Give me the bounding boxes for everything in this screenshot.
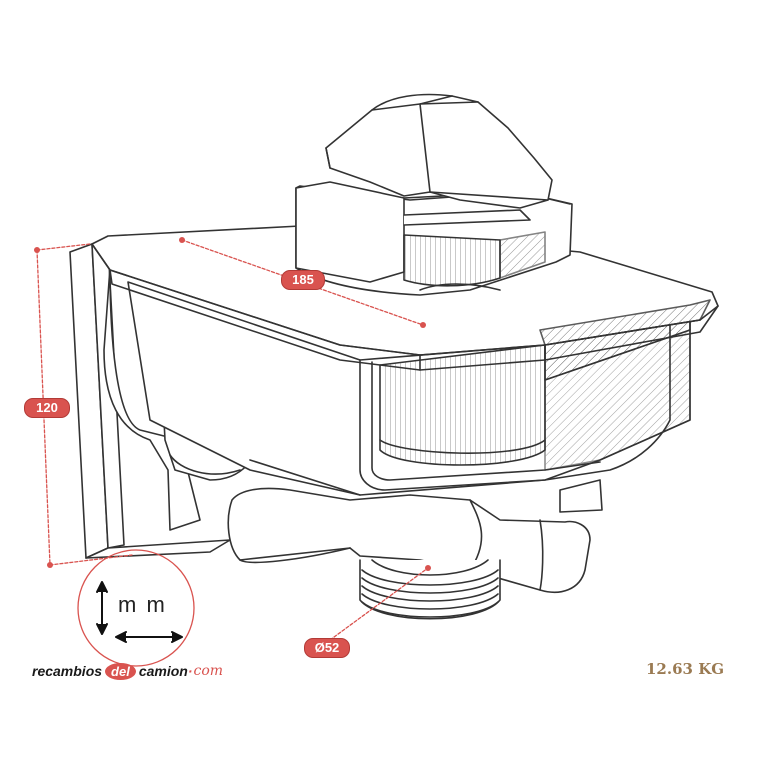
dimension-label-height: 120 (24, 398, 70, 418)
threaded-shaft (359, 559, 501, 620)
logo-text-com: com (193, 663, 224, 679)
locking-head (295, 93, 573, 296)
logo-text-camion: camion (138, 663, 188, 679)
dimension-diameter-line (329, 565, 431, 641)
main-body (127, 281, 691, 513)
units-label: m m (118, 592, 167, 617)
logo-text-recambios: recambios (32, 663, 103, 679)
dimension-label-length: 185 (281, 270, 325, 290)
units-badge (77, 549, 195, 667)
vertical-arrow-icon (96, 581, 108, 635)
brand-logo: recambios del camion · com (32, 658, 223, 684)
horizontal-arrow-icon (115, 631, 183, 643)
logo-text-del: del (105, 662, 136, 680)
logo-dot: · (187, 663, 193, 679)
dimension-label-diameter: Ø52 (304, 638, 350, 658)
weight-label: 12.63 KG (646, 660, 725, 678)
